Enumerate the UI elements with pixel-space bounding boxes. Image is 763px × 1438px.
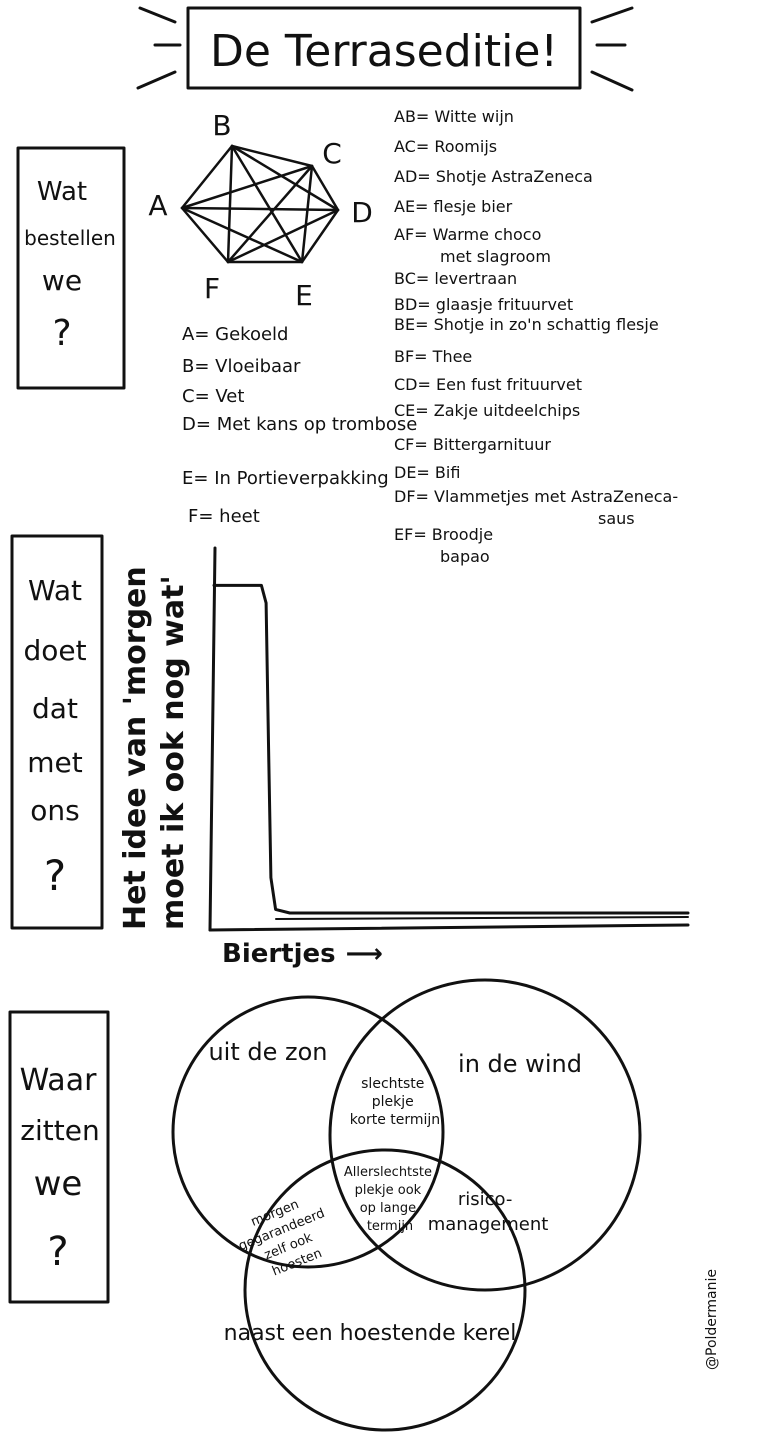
node-label-E: E bbox=[295, 279, 313, 312]
venn-label-uit-de-zon: uit de zon bbox=[208, 1038, 327, 1066]
edge-BE bbox=[230, 144, 304, 264]
edge-CD bbox=[310, 164, 340, 212]
node-label-B: B bbox=[212, 109, 231, 142]
edge-DF bbox=[226, 208, 340, 264]
edge-AE bbox=[180, 206, 304, 264]
edge-CE bbox=[300, 164, 314, 264]
node-label-D: D bbox=[351, 196, 373, 229]
y-axis-label-line-1: Het idee van 'morgen bbox=[118, 566, 153, 930]
side-label-2-line-2: doet bbox=[23, 634, 86, 667]
chart-series-line bbox=[212, 583, 690, 915]
pair-item-CD: CD= Een fust frituurvet bbox=[394, 375, 582, 394]
pair-item-BC: BC= levertraan bbox=[394, 269, 517, 288]
side-label-3-line-3: we bbox=[34, 1164, 83, 1204]
side-label-box-1: Wat bestellen we ? bbox=[16, 146, 126, 390]
venn-diagram: uit de zon in de wind naast een hoestend… bbox=[171, 978, 642, 1432]
hexagon-graph: A B C D E F bbox=[148, 109, 372, 312]
pair-item-CF: CF= Bittergarnituur bbox=[394, 435, 551, 454]
side-label-box-3: Waar zitten we ? bbox=[8, 1010, 110, 1304]
side-label-3-line-4: ? bbox=[47, 1229, 68, 1275]
side-label-2-line-4: met bbox=[27, 746, 83, 779]
legend-item-A: A= Gekoeld bbox=[182, 324, 288, 345]
side-label-2-line-6: ? bbox=[44, 851, 66, 900]
edge-DE bbox=[300, 208, 340, 264]
title-banner: De Terraseditie! bbox=[136, 6, 634, 92]
legend-item-E: E= In Portieverpakking bbox=[182, 468, 389, 489]
title-rays-left bbox=[136, 6, 182, 90]
hexagon-edges bbox=[180, 144, 340, 264]
side-label-2-line-5: ons bbox=[30, 794, 79, 827]
beer-chart: Het idee van 'morgen moet ik ook nog wat… bbox=[118, 546, 690, 969]
side-label-1-line-2: bestellen bbox=[24, 226, 116, 250]
venn-circle-hoestende-kerel bbox=[243, 1148, 527, 1432]
venn-circle-in-de-wind bbox=[328, 978, 642, 1292]
pair-item-AE: AE= flesje bier bbox=[394, 197, 513, 216]
overlap-zon-wind: slechtste plekje korte termijn bbox=[350, 1076, 440, 1128]
side-label-1-line-1: Wat bbox=[37, 177, 87, 207]
venn-label-hoestende-kerel: naast een hoestende kerel bbox=[224, 1321, 517, 1346]
pair-item-AD: AD= Shotje AstraZeneca bbox=[394, 167, 593, 186]
edge-CF bbox=[226, 164, 314, 264]
overlap-wind-kerel: risico- management bbox=[428, 1189, 549, 1235]
pair-item-AC: AC= Roomijs bbox=[394, 137, 497, 156]
legend-item-B: B= Vloeibaar bbox=[182, 356, 301, 377]
edge-AC bbox=[180, 164, 314, 210]
venn-circle-uit-de-zon bbox=[171, 995, 445, 1269]
side-label-3-line-1: Waar bbox=[20, 1063, 98, 1098]
credit-handle: @Poldermanie bbox=[704, 1269, 720, 1370]
side-label-3-line-2: zitten bbox=[20, 1114, 99, 1147]
side-label-1-line-4: ? bbox=[52, 313, 71, 354]
side-label-2-line-1: Wat bbox=[28, 574, 82, 607]
x-axis-double bbox=[275, 916, 689, 920]
pair-item-CE: CE= Zakje uitdeelchips bbox=[394, 401, 580, 420]
overlap-all-three: Allerslechtste plekje ook op lange termi… bbox=[344, 1165, 436, 1234]
pair-item-DF: DF= Vlammetjes met AstraZeneca-saus bbox=[394, 487, 678, 528]
x-axis bbox=[208, 923, 690, 932]
title-rays-right bbox=[590, 6, 634, 92]
side-label-2-line-3: dat bbox=[32, 692, 78, 725]
side-label-1-line-3: we bbox=[42, 264, 82, 297]
pair-item-DE: DE= Bifi bbox=[394, 463, 460, 482]
chart-y-axis-label: Het idee van 'morgen moet ik ook nog wat… bbox=[118, 566, 191, 930]
x-axis-label: Biertjes⟶ bbox=[222, 939, 383, 969]
edge-BC bbox=[230, 144, 314, 168]
legend-item-D: D= Met kans op trombose bbox=[182, 414, 417, 435]
y-axis bbox=[208, 546, 217, 932]
legend-item-F: F= heet bbox=[188, 506, 260, 527]
pair-item-BE: BE= Shotje in zo'n schattig flesje bbox=[394, 315, 659, 334]
edge-AF bbox=[180, 206, 230, 264]
page-title: De Terraseditie! bbox=[210, 26, 558, 77]
venn-label-in-de-wind: in de wind bbox=[458, 1050, 582, 1078]
y-axis-label-line-2: moet ik ook nog wat' bbox=[156, 575, 191, 930]
edge-AD bbox=[180, 206, 340, 212]
pair-item-BF: BF= Thee bbox=[394, 347, 472, 366]
side-label-box-2: Wat doet dat met ons ? bbox=[10, 534, 104, 930]
legend-item-C: C= Vet bbox=[182, 386, 244, 407]
node-label-A: A bbox=[148, 189, 167, 222]
pair-item-BD: BD= glaasje frituurvet bbox=[394, 295, 573, 314]
edge-BF bbox=[226, 144, 234, 264]
pair-item-AB: AB= Witte wijn bbox=[394, 107, 514, 126]
node-label-C: C bbox=[322, 137, 342, 170]
edge-AB bbox=[180, 144, 234, 210]
node-label-F: F bbox=[204, 272, 220, 305]
edge-BD bbox=[230, 144, 340, 212]
property-legend: A= Gekoeld B= Vloeibaar C= Vet D= Met ka… bbox=[182, 324, 417, 527]
